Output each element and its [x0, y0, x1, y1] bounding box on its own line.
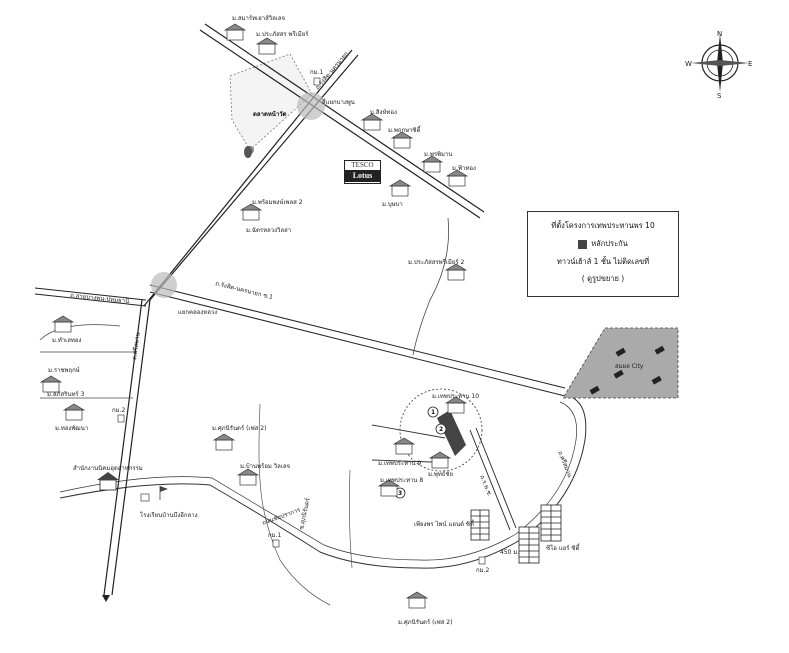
collateral-square-icon — [578, 239, 588, 249]
tesco-lotus-landmark: TESCO Lotus — [344, 160, 381, 184]
junction-top — [297, 92, 325, 120]
label-vill-r4: ม.ฟ้าทอง — [452, 165, 476, 172]
label-vill-c3: ม.เทพประทาน 10 — [432, 393, 479, 400]
condo-building-1 — [470, 509, 490, 541]
label-junction1: สี่แยกบางพูน — [322, 98, 355, 106]
label-vill-top1: ม.สมาร์ทเฮาส์วิลเลจ — [232, 14, 285, 22]
house-icon — [428, 451, 452, 469]
label-vill-r3: ม.พรพิมาน — [424, 151, 452, 158]
lotus-label: Lotus — [345, 170, 380, 182]
house-icon — [360, 113, 384, 131]
compass-e: E — [748, 60, 752, 68]
svg-text:1: 1 — [431, 409, 435, 416]
city-zone — [562, 327, 679, 399]
label-vill-r1: ม.สิงห์ทอง — [370, 108, 397, 116]
marker-1: 1 — [427, 406, 439, 418]
compass-n: N — [717, 30, 722, 38]
label-road-right: ถ.ศรีสมาน — [130, 332, 142, 361]
label-vill-mid1: ม.พร้อมพงษ์เพลส 2 — [252, 198, 303, 206]
house-icon — [444, 263, 468, 281]
main-road-diagonal — [143, 49, 359, 307]
junction-left — [151, 272, 177, 298]
loop-road-inner — [59, 401, 577, 561]
compass-w: W — [685, 60, 692, 68]
market-zone — [229, 53, 313, 151]
label-vill-l4: ม.ทองพัฒนา — [55, 425, 88, 432]
label-condo1: เพียงพร ไพน์ แอนด์ ซิตี้ — [414, 518, 475, 528]
village-icons — [39, 23, 469, 609]
tesco-label: TESCO — [351, 161, 374, 169]
main-road-vertical — [103, 299, 151, 596]
km-post-icons — [117, 77, 486, 565]
compass-s: S — [717, 92, 722, 98]
label-vill-r2: ม.พฤกษาซิตี้ — [388, 124, 421, 134]
house-icon — [223, 23, 247, 41]
compass-icon: N E S W — [685, 30, 752, 98]
svg-text:2: 2 — [439, 426, 443, 433]
house-icon — [420, 155, 444, 173]
house-icon — [405, 591, 429, 609]
project-collateral-marker — [437, 410, 466, 456]
road-center — [258, 403, 331, 606]
bypass-road — [149, 284, 566, 397]
label-school: โรงเรียนบ้านบึงอีกลาง — [140, 511, 198, 519]
house-icon — [239, 203, 263, 221]
label-vill-l2: ม.ราชพฤกษ์ — [48, 366, 80, 374]
label-vill-mid2: ม.ฉัตรหลวงวิลล่า — [246, 227, 291, 234]
house-icon — [255, 37, 279, 55]
label-condo2: ซีโอ แอร์ ซิตี้ — [546, 542, 580, 552]
house-icon — [445, 169, 469, 187]
condo-building-3 — [518, 526, 540, 564]
label-vill-r5: ม.บุษบา — [382, 201, 403, 208]
project-area-circle — [399, 388, 483, 472]
tree-icon — [244, 146, 252, 158]
loop-road — [59, 394, 587, 569]
label-vill-l3: ม.ลภัสรินทร์ 3 — [47, 390, 85, 398]
label-km-bottom: กม.1 — [268, 532, 281, 539]
label-market: ตลาดหน้าวัด — [253, 110, 287, 118]
label-vill-l1: ม.ทำเลทอง — [52, 337, 81, 344]
house-icon — [236, 468, 260, 486]
house-icon — [51, 315, 75, 333]
house-icon — [377, 479, 401, 497]
condo-building-2 — [540, 504, 562, 542]
label-km-top: กม.1 — [310, 69, 323, 76]
label-junction2: แยกคลองหลวง — [178, 309, 217, 316]
label-vill-c1: ม.ศุภนิรันดร์ (เฟส 2) — [212, 424, 266, 432]
label-vill-c2: ม.บ้านพร้อม วิลเลจ — [240, 463, 290, 470]
label-district: สำนักงานนิคมอุตสาหกรรม — [73, 465, 143, 472]
house-icon — [388, 179, 412, 197]
label-km-left: กม.2 — [112, 407, 125, 414]
label-vill-c6: ม.พุทธ์ชัย — [428, 470, 453, 478]
svg-text:3: 3 — [398, 490, 402, 497]
school-flag-icon — [140, 486, 168, 502]
label-city-zone: สมผล City — [615, 363, 644, 370]
road-end-arrow — [102, 595, 110, 602]
legend-line3: ทาวน์เฮ้าส์ 1 ชั้น ไม่ติดเลขที่ — [556, 257, 650, 266]
main-road-top — [199, 23, 485, 219]
house-icon — [390, 131, 414, 149]
district-office-icon — [97, 472, 119, 491]
label-vill-c4: ม.เทพประทาน 9 — [378, 460, 421, 467]
house-icon — [62, 403, 86, 421]
legend-marker-label: หลักประกัน — [591, 239, 628, 248]
minor-road-1 — [412, 217, 449, 356]
house-icon — [39, 375, 63, 393]
legend-line4: ( ดูรูปขยาย ) — [581, 274, 625, 283]
legend-title: ที่ตั้งโครงการเทพประทานพร 10 — [551, 221, 655, 230]
label-dist-450: 450 ม. — [500, 549, 519, 556]
house-icon — [392, 437, 416, 455]
label-km-b2: กม.2 — [476, 567, 489, 574]
road-west — [34, 287, 147, 307]
house-icon — [212, 433, 236, 451]
house-icon — [444, 396, 468, 414]
label-vill-c5: ม.เทพประทาน 8 — [380, 477, 423, 484]
map-legend: ที่ตั้งโครงการเทพประทานพร 10 หลักประกัน … — [527, 211, 679, 297]
label-vill-mid3: ม.ประภัสสรพรีเมียร์ 2 — [408, 258, 464, 266]
marker-2: 2 — [435, 423, 447, 435]
label-vill-top2: ม.ประภัสสร พรีเมียร์ — [256, 30, 309, 38]
label-vill-bottom: ม.ศุภนิรันดร์ (เฟส 2) — [398, 618, 452, 626]
